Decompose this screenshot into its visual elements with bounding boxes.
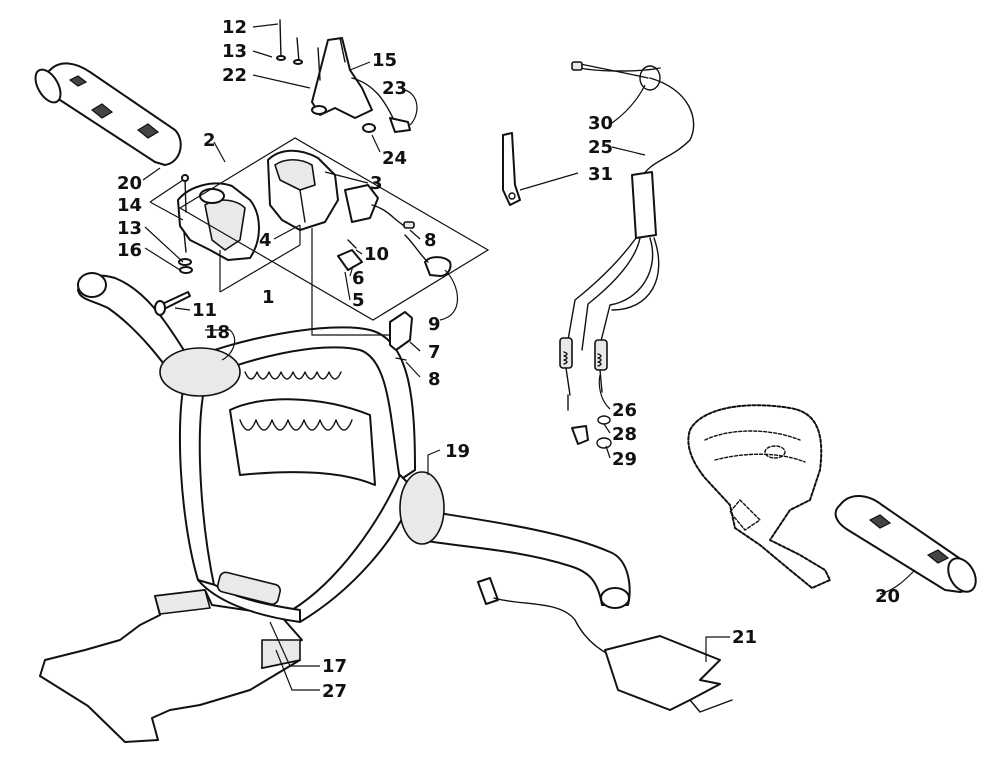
callout-1: 1 — [262, 287, 275, 308]
callout-19: 19 — [445, 441, 470, 462]
callout-9: 9 — [428, 314, 441, 335]
callout-24: 24 — [382, 148, 407, 169]
right-grip — [834, 495, 977, 593]
connector-9 — [404, 234, 452, 277]
key-tool — [502, 132, 521, 206]
callout-31: 31 — [588, 164, 613, 185]
handlebar-pad — [39, 589, 303, 743]
heater-element — [477, 577, 733, 713]
callout-2: 2 — [203, 130, 216, 151]
callout-8-bottom: 8 — [428, 369, 441, 390]
callout-8-top: 8 — [424, 230, 437, 251]
brake-master-cylinder — [687, 404, 831, 589]
screw-11 — [154, 291, 191, 316]
callout-20-left: 20 — [117, 173, 142, 194]
callout-27: 27 — [322, 681, 347, 702]
handlebar — [77, 272, 631, 623]
callout-6: 6 — [352, 268, 365, 289]
callout-26: 26 — [612, 400, 637, 421]
throttle-lever — [276, 19, 411, 133]
callout-4: 4 — [259, 230, 272, 251]
switch-housing-main — [267, 149, 339, 231]
callout-25: 25 — [588, 137, 613, 158]
callout-22: 22 — [222, 65, 247, 86]
kill-switch — [344, 184, 415, 229]
callout-5: 5 — [352, 290, 365, 311]
callout-11: 11 — [192, 300, 217, 321]
leader-lines — [142, 23, 916, 691]
callouts: 12 13 22 15 23 24 2 3 20 14 13 16 4 8 10… — [117, 17, 900, 702]
bracket-7 — [389, 311, 413, 361]
callout-15: 15 — [372, 50, 397, 71]
callout-3: 3 — [370, 173, 383, 194]
callout-30: 30 — [588, 113, 613, 134]
callout-29: 29 — [612, 449, 637, 470]
left-grip — [34, 62, 182, 166]
switch-housing-left — [177, 182, 260, 261]
screw-stack-left — [178, 174, 193, 274]
callout-14: 14 — [117, 195, 142, 216]
callout-7: 7 — [428, 342, 441, 363]
bushing-5 — [337, 239, 363, 271]
assembly-outline — [178, 137, 490, 336]
callout-13-left: 13 — [117, 218, 142, 239]
callout-17: 17 — [322, 656, 347, 677]
callout-16: 16 — [117, 240, 142, 261]
callout-13: 13 — [222, 41, 247, 62]
callout-20-right: 20 — [875, 586, 900, 607]
callout-12: 12 — [222, 17, 247, 38]
callout-21: 21 — [732, 627, 757, 648]
callout-10: 10 — [364, 244, 389, 265]
callout-18: 18 — [205, 322, 230, 343]
throttle-cable-harness — [559, 61, 695, 449]
callout-23: 23 — [382, 78, 407, 99]
callout-28: 28 — [612, 424, 637, 445]
